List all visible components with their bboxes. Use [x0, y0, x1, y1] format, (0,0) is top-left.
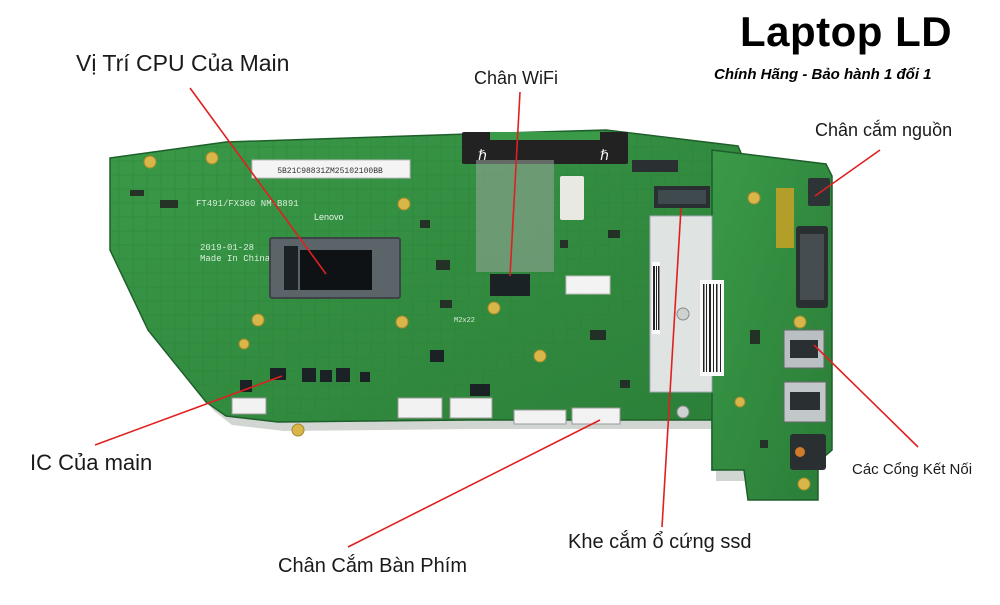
- pointer-ports: [813, 344, 919, 448]
- silkscreen-brand: Lenovo: [314, 212, 344, 222]
- pointer-power: [814, 149, 881, 197]
- pointer-ssd: [661, 207, 682, 528]
- serial-sticker: [251, 159, 411, 179]
- label-keyboard-connector: Chân Cắm Bàn Phím: [278, 555, 467, 577]
- brand-subtitle: Chính Hãng - Bảo hành 1 đổi 1: [714, 66, 932, 83]
- sticker-serial-text: 5B21C98831ZM25102100BB: [277, 167, 383, 176]
- mounting-holes: [143, 151, 811, 491]
- keyboard-connector: [513, 409, 567, 425]
- svg-text:ℏ: ℏ: [478, 148, 487, 164]
- brand-title: Laptop LD: [740, 8, 953, 55]
- pointer-cpu: [189, 87, 327, 275]
- pointer-ic: [94, 375, 283, 446]
- label-ic: IC Của main: [30, 450, 153, 475]
- pointer-lines: [94, 87, 919, 548]
- label-ports: Các Cổng Kết Nối: [852, 461, 973, 478]
- label-cpu-position: Vị Trí CPU Của Main: [76, 50, 290, 76]
- bottom-connector: [397, 397, 443, 419]
- svg-text:ℏ: ℏ: [600, 148, 609, 164]
- silkscreen-model: FT491/FX360 NM-B891: [196, 199, 299, 209]
- barcode-sticker: [652, 262, 724, 376]
- pointer-wifi: [509, 91, 521, 277]
- label-power-jack: Chân cắm nguồn: [815, 120, 953, 140]
- label-wifi-pin: Chân WiFi: [474, 68, 559, 88]
- ic-cluster: [240, 350, 490, 396]
- pointer-keyboard: [347, 419, 601, 548]
- power-jack: [808, 178, 830, 206]
- label-ssd-slot: Khe cắm ổ cứng ssd: [568, 531, 752, 553]
- wifi-chip: [490, 274, 530, 296]
- port-connectors: [776, 178, 830, 470]
- silkscreen-date: 2019-01-28: [200, 243, 254, 253]
- silkscreen-marking: M2x22: [454, 317, 475, 325]
- silkscreen-origin: Made In China: [200, 254, 271, 264]
